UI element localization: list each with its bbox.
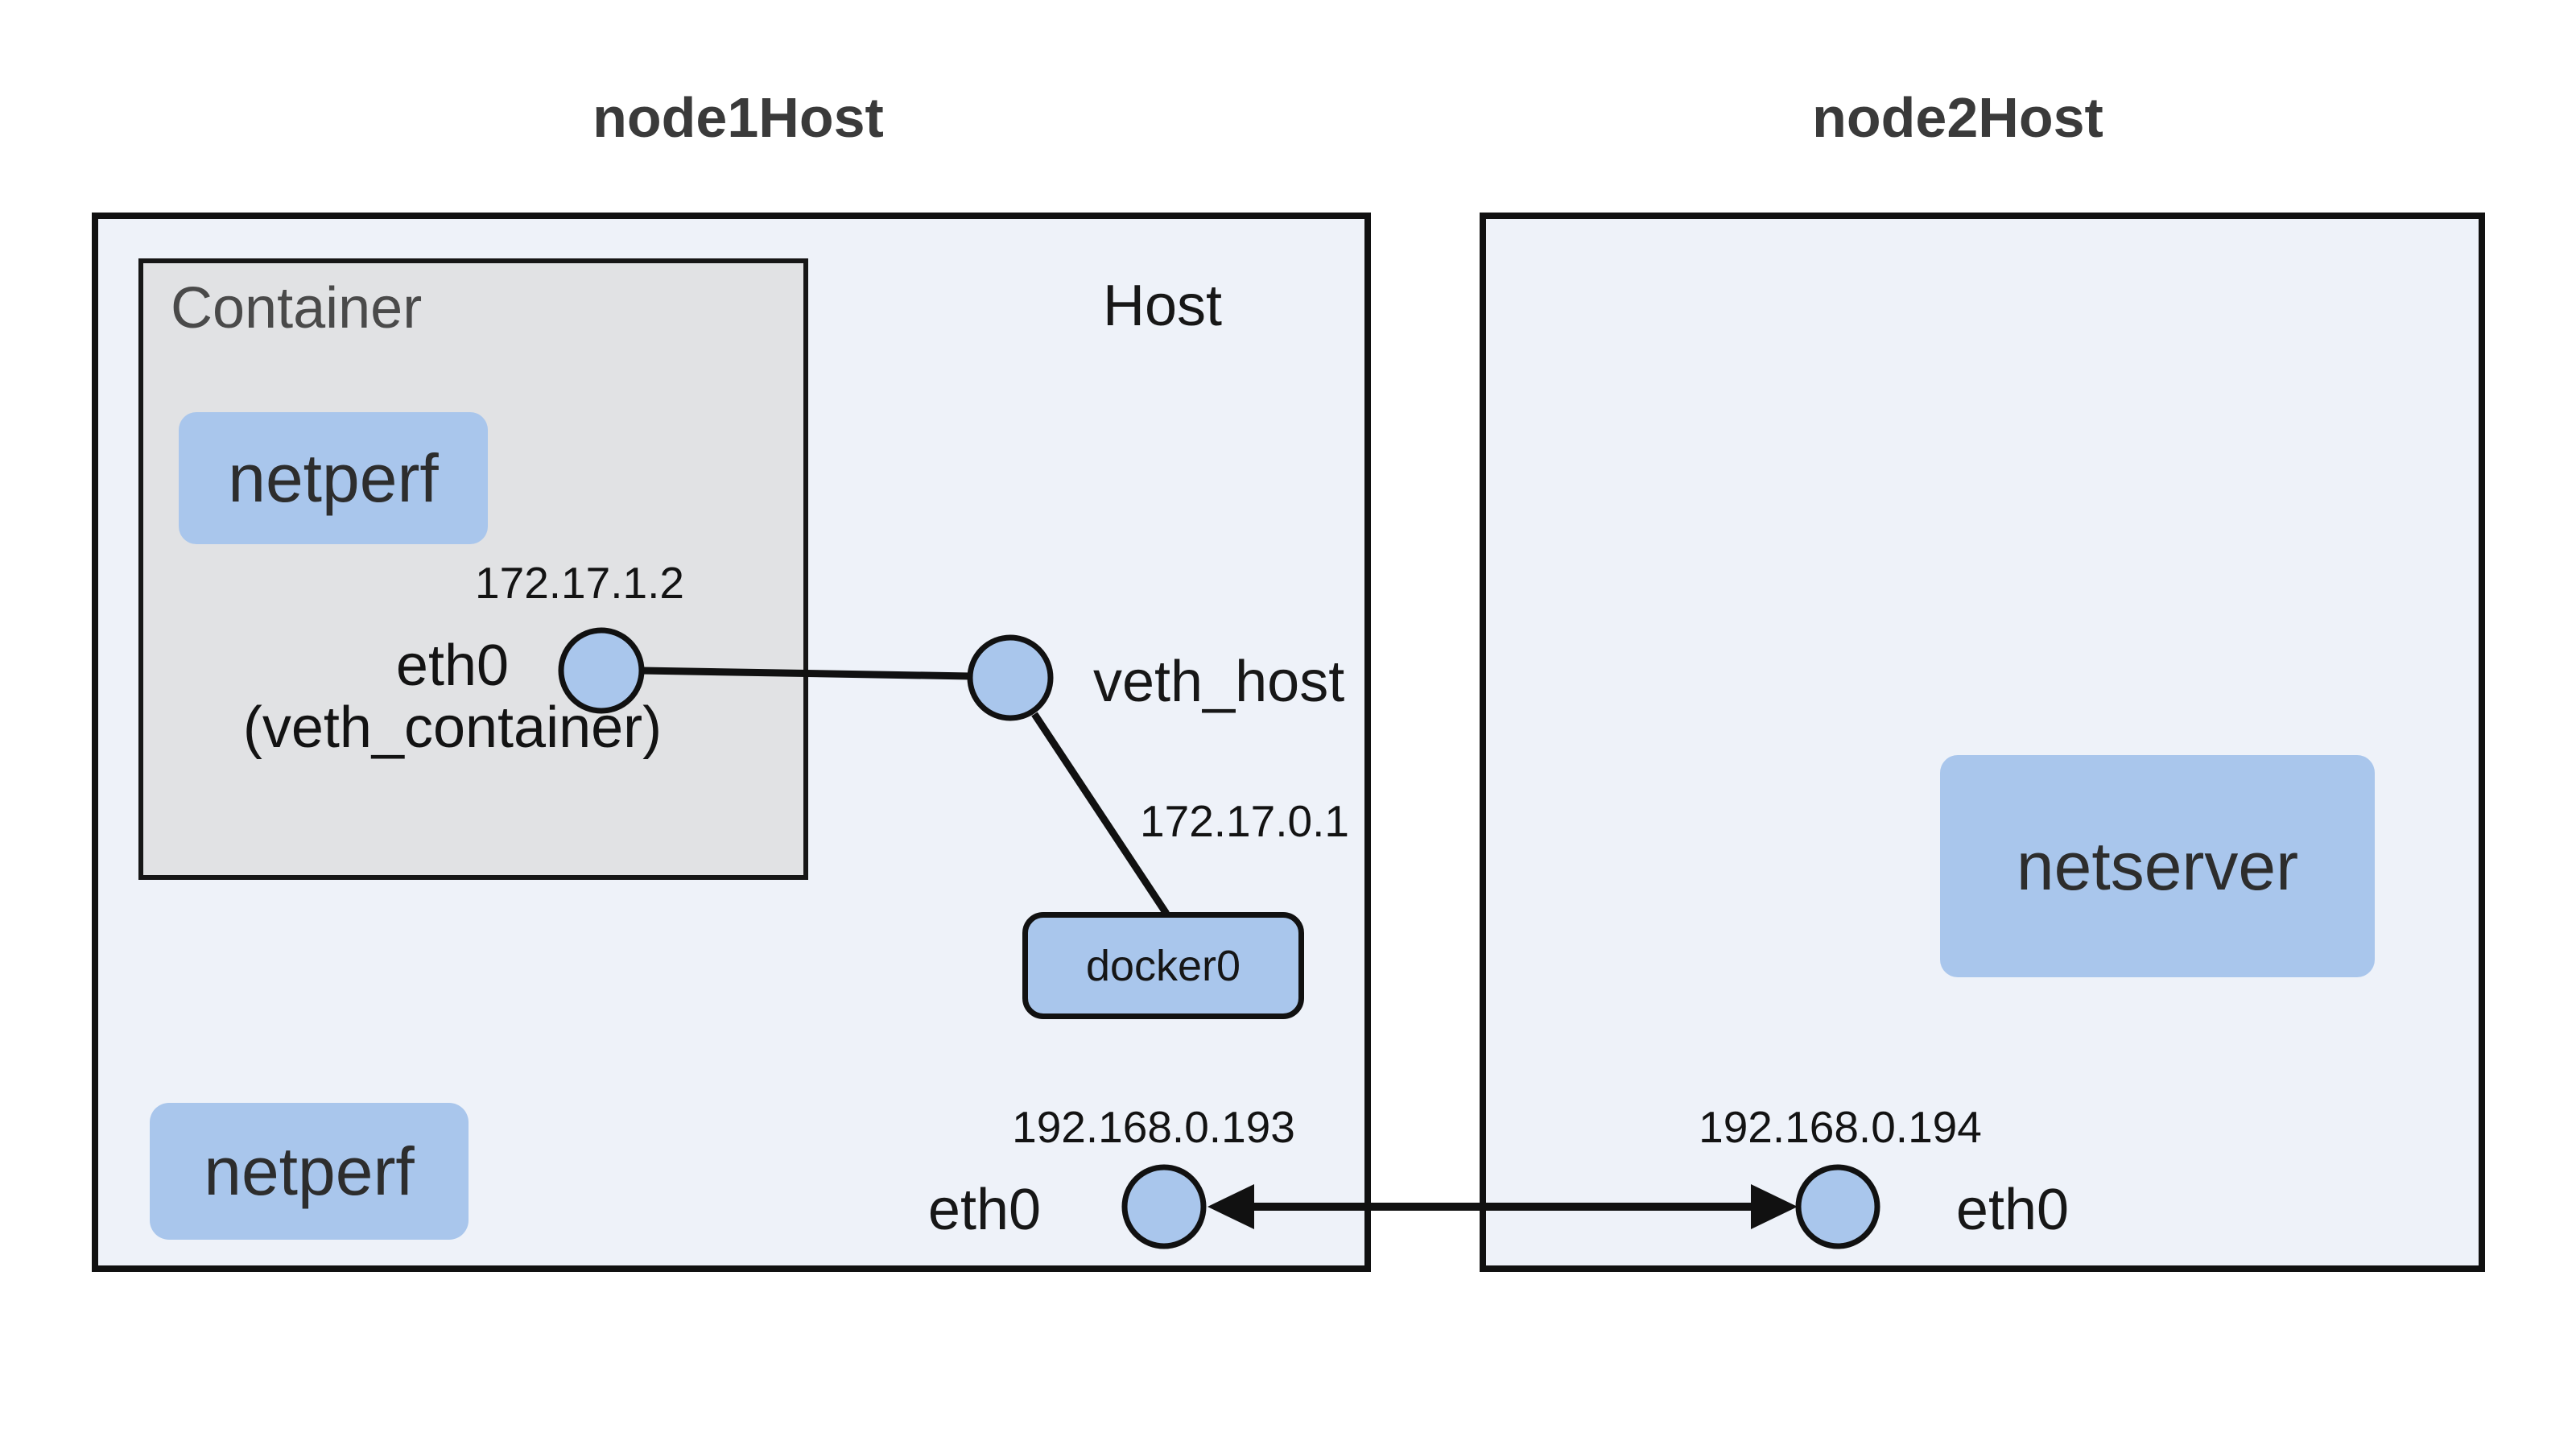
container-eth0-label-block: eth0 (veth_container) bbox=[211, 634, 694, 761]
container-eth0-ip: 172.17.1.2 bbox=[475, 558, 684, 608]
host-netperf-label: netperf bbox=[204, 1133, 415, 1209]
docker0-box: docker0 bbox=[1022, 912, 1304, 1019]
host-netperf-box: netperf bbox=[150, 1103, 469, 1240]
node2-eth0-ip: 192.168.0.194 bbox=[1699, 1102, 1982, 1152]
node2-title: node2Host bbox=[1812, 86, 2103, 149]
container-netperf-box: netperf bbox=[179, 412, 488, 544]
node1-eth0-label: eth0 bbox=[927, 1178, 1042, 1242]
container-eth0-label: eth0 bbox=[395, 634, 510, 698]
container-box bbox=[138, 258, 808, 880]
node2-host-box bbox=[1480, 213, 2485, 1272]
docker0-label: docker0 bbox=[1085, 941, 1241, 990]
node1-title: node1Host bbox=[592, 86, 884, 149]
netserver-box: netserver bbox=[1940, 755, 2375, 977]
netserver-label: netserver bbox=[2016, 828, 2299, 904]
node1-eth0-ip: 192.168.0.193 bbox=[1012, 1102, 1295, 1152]
container-label: Container bbox=[171, 276, 423, 341]
host-label: Host bbox=[1102, 274, 1223, 338]
container-eth0-alias: (veth_container) bbox=[242, 696, 663, 761]
node2-eth0-label: eth0 bbox=[1955, 1178, 2070, 1242]
veth-host-label: veth_host bbox=[1093, 650, 1345, 714]
container-netperf-label: netperf bbox=[228, 440, 439, 516]
docker0-ip: 172.17.0.1 bbox=[1140, 796, 1349, 846]
